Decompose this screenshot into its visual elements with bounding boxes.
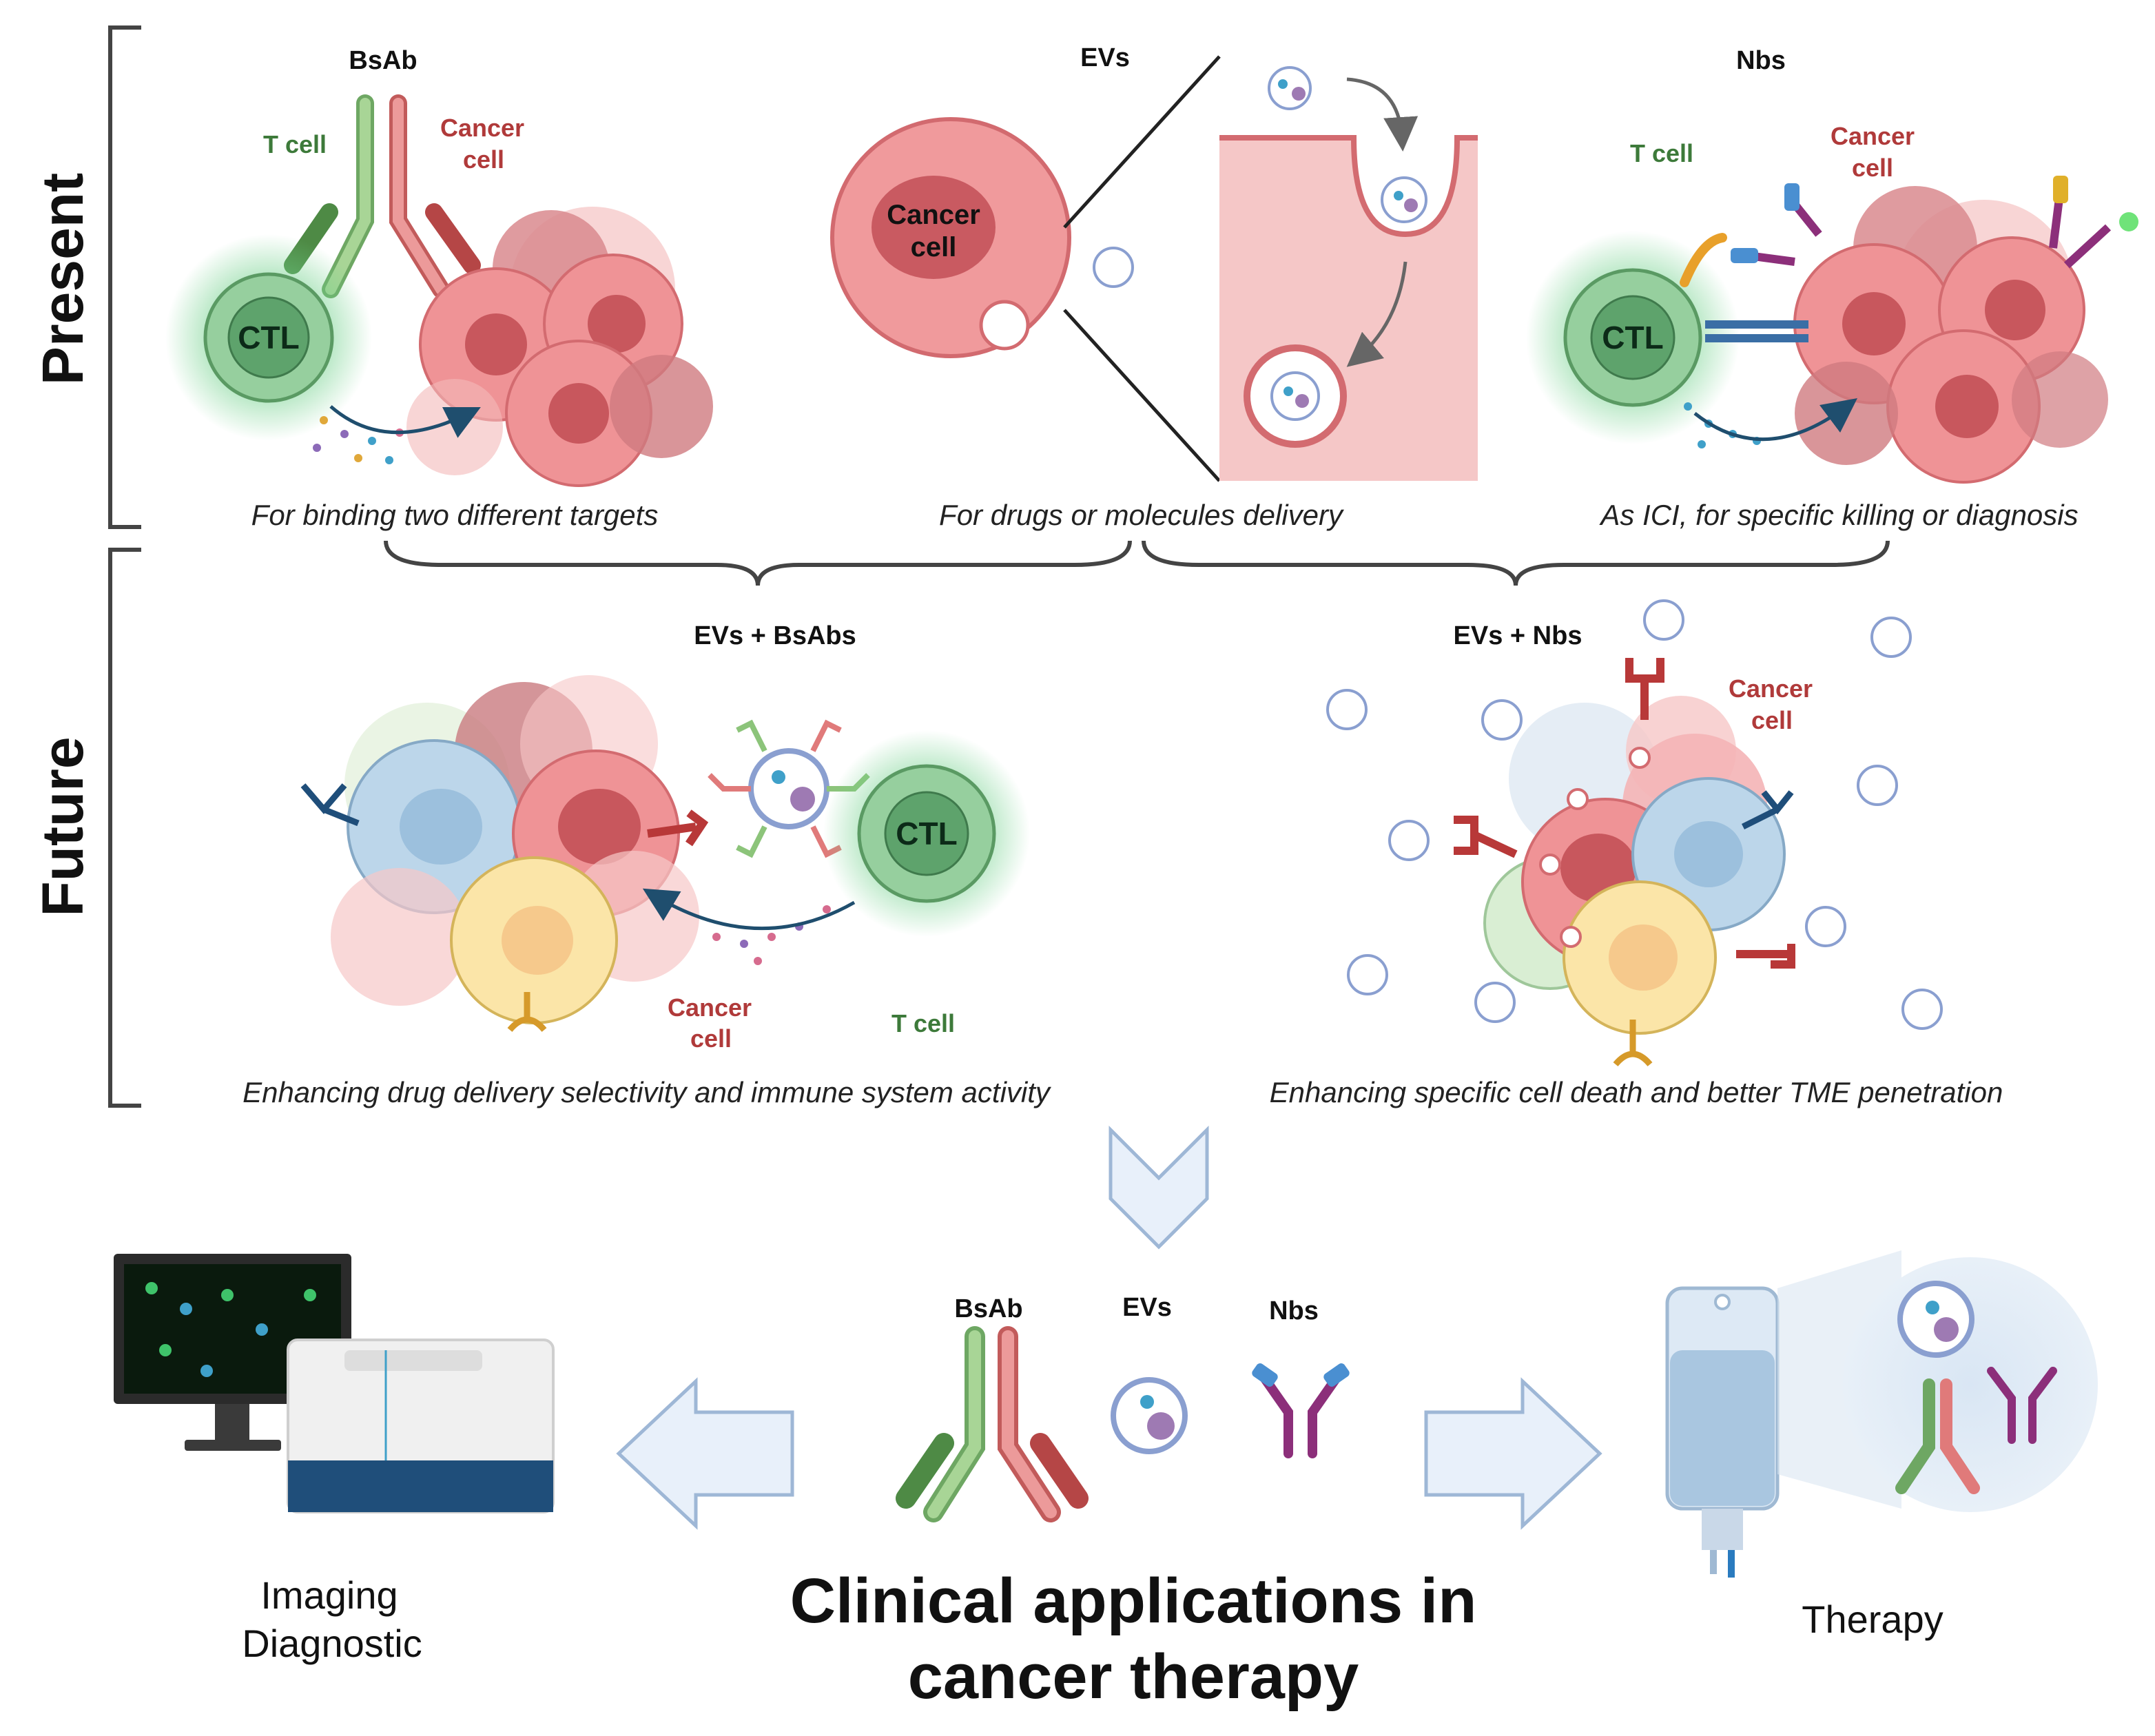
nbs-ctl-label: CTL bbox=[1602, 320, 1663, 355]
nbs-cell-label: cell bbox=[1852, 154, 1893, 182]
evs-bsabs-caption: Enhancing drug delivery selectivity and … bbox=[243, 1076, 1052, 1108]
left-brace bbox=[384, 540, 1132, 586]
evsnbs-cell-label: cell bbox=[1751, 706, 1793, 734]
nanobody-icon bbox=[1252, 1363, 1350, 1458]
bsab-title: BsAb bbox=[349, 46, 417, 75]
bottom-evs-label: EVs bbox=[1122, 1293, 1172, 1322]
evs-nbs-caption: Enhancing specific cell death and better… bbox=[1270, 1076, 2003, 1108]
evs-bsabs-panel: EVs + BsAbs CTL bbox=[243, 621, 1052, 1108]
future-cancer-label: Cancer bbox=[668, 993, 752, 1022]
nbs-caption: As ICI, for specific killing or diagnosi… bbox=[1598, 499, 2078, 531]
diagnostic-label: Diagnostic bbox=[242, 1622, 422, 1665]
cancer-label: Cancer bbox=[440, 114, 524, 142]
future-granules bbox=[712, 905, 831, 965]
nbs-panel: Nbs T cell Cancer cell CTL bbox=[1526, 46, 2138, 531]
floating-evs bbox=[1326, 599, 1943, 1030]
ev-icon bbox=[1111, 1377, 1188, 1454]
bottom-nbs-label: Nbs bbox=[1269, 1296, 1319, 1325]
cell-label: cell bbox=[463, 145, 504, 174]
evs-title: EVs bbox=[1080, 43, 1130, 72]
ev-cancer-label: Cancer bbox=[887, 200, 980, 230]
right-brace bbox=[1142, 540, 1890, 586]
cancer-cluster bbox=[406, 207, 713, 487]
title-line1: Clinical applications in bbox=[790, 1566, 1477, 1636]
t-cell-label: T cell bbox=[263, 130, 327, 158]
granules bbox=[313, 416, 404, 464]
title-line2: cancer therapy bbox=[908, 1642, 1359, 1712]
nanobody-receptors bbox=[1454, 658, 1795, 969]
arrow-left-icon bbox=[616, 1377, 794, 1530]
future-t-cell-label: T cell bbox=[891, 1009, 955, 1037]
killing-arrow bbox=[329, 405, 481, 438]
nbs-t-cell-label: T cell bbox=[1630, 139, 1693, 167]
future-ctl-label: CTL bbox=[896, 816, 957, 851]
evsnbs-cancer-label: Cancer bbox=[1729, 674, 1813, 703]
future-bracket bbox=[108, 548, 141, 1108]
present-label: Present bbox=[30, 173, 95, 385]
bsab-panel: BsAb T cell Cancer cell CTL bbox=[165, 46, 713, 531]
bsab-caption: For binding two different targets bbox=[251, 499, 659, 531]
arrow-right-icon bbox=[1424, 1377, 1602, 1530]
future-label: Future bbox=[30, 736, 95, 916]
evs-nbs-title: EVs + Nbs bbox=[1454, 621, 1582, 650]
tumor-mass bbox=[1483, 696, 1786, 1035]
evs-bsabs-title: EVs + BsAbs bbox=[694, 621, 856, 650]
ev-vesicle bbox=[1093, 247, 1134, 288]
nanobody-icons bbox=[1680, 176, 2138, 342]
evs-caption: For drugs or molecules delivery bbox=[939, 499, 1345, 531]
imaging-label: Imaging bbox=[260, 1573, 398, 1617]
ev-cell-label: cell bbox=[911, 232, 957, 262]
evs-panel: EVs Cancer cell For drugs or molecules d… bbox=[830, 43, 1478, 531]
bsab-icon bbox=[896, 1326, 1089, 1522]
evs-nbs-panel: EVs + Nbs Cancer cell bbox=[1270, 599, 2003, 1108]
nbs-cancer-label: Cancer bbox=[1831, 122, 1915, 150]
iv-bag-icon bbox=[1665, 1286, 1780, 1578]
bottom-bsab-label: BsAb bbox=[954, 1294, 1022, 1323]
present-bracket bbox=[108, 25, 141, 529]
future-cell-label: cell bbox=[690, 1024, 732, 1053]
therapy-label: Therapy bbox=[1802, 1598, 1943, 1641]
nbs-cancer-cluster bbox=[1793, 186, 2108, 484]
nbs-title: Nbs bbox=[1736, 46, 1786, 75]
ctl-label: CTL bbox=[238, 320, 299, 355]
imaging-device-icon bbox=[287, 1339, 555, 1513]
chevron-down-icon bbox=[1109, 1125, 1209, 1250]
